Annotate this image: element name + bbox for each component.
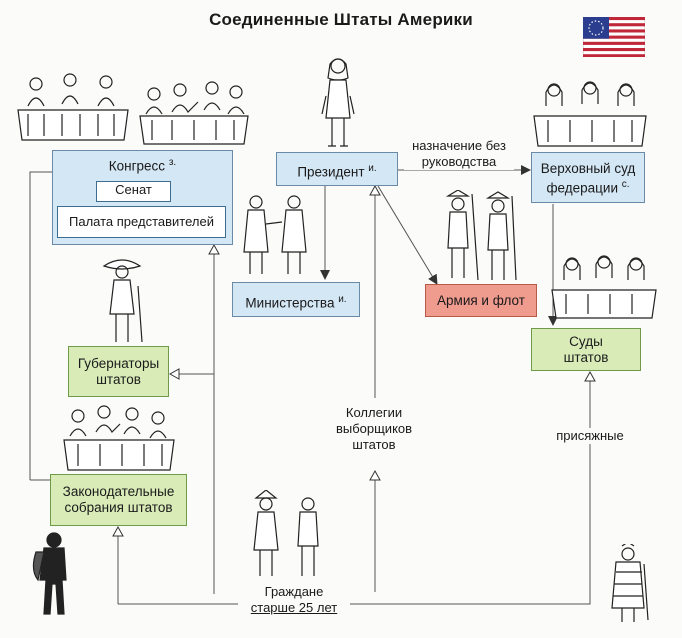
citizens-line1: Граждане [264,584,324,599]
congress-sup: з. [168,157,177,168]
soldiers-illustration [445,190,517,281]
state-courts-line1: Суды [569,334,603,349]
congress-table-illustration [17,73,129,141]
citizens-line2: старше 25 лет [250,600,338,615]
electors-line3: штатов [352,437,396,452]
electors-line1: Коллегии [345,405,403,420]
congress-label: Конгресс [108,158,166,174]
supreme-court-line2: федерации [546,180,618,196]
ministries-box: Министерства и. [232,282,360,317]
worker-figure-illustration [32,532,67,615]
electors-label: Коллегии выборщиков штатов [318,405,430,453]
president-label: Президент [297,164,365,180]
governors-box: Губернаторы штатов [68,346,169,397]
governors-line1: Губернаторы [77,356,160,371]
president-box: Президент и. [276,152,398,186]
state-courts-line2: штатов [563,350,609,365]
ministries-sup: и. [338,294,347,305]
jurors-label: присяжные [545,428,635,444]
citizens-illustration [253,490,319,576]
supreme-court-judges-illustration [533,81,647,147]
president-sup: и. [368,163,377,174]
ministers-illustration [243,195,307,274]
state-courts-box: Суды штатов [531,328,641,371]
governors-line2: штатов [96,372,141,387]
supreme-court-sup: с. [621,179,630,190]
congress-debate-illustration [139,81,249,145]
supreme-court-line1: Верховный суд [540,161,636,176]
ministries-label: Министерства [245,295,335,311]
governor-figure-illustration [102,259,143,343]
appointment-line2: руководства [421,154,497,169]
citizens-label: Граждане старше 25 лет [238,584,350,616]
native-figure-illustration [611,544,649,622]
us-flag-icon [583,17,645,57]
appointment-label: назначение без руководства [404,138,514,170]
legislature-table-illustration [63,405,175,471]
appointment-line1: назначение без [412,138,506,153]
legislatures-line1: Законодательные [62,484,175,499]
house-box: Палата представителей [57,206,226,238]
electors-line2: выборщиков [335,421,413,436]
legislatures-box: Законодательные собрания штатов [50,474,187,526]
legislatures-line2: собрания штатов [64,500,173,515]
army-box: Армия и флот [425,284,537,317]
supreme-court-box: Верховный суд федерации с. [531,152,645,203]
diagram-title: Соединенные Штаты Америки [209,10,473,29]
president-figure-illustration [321,58,355,147]
state-judges-illustration [551,255,657,319]
senate-box: Сенат [96,181,171,202]
